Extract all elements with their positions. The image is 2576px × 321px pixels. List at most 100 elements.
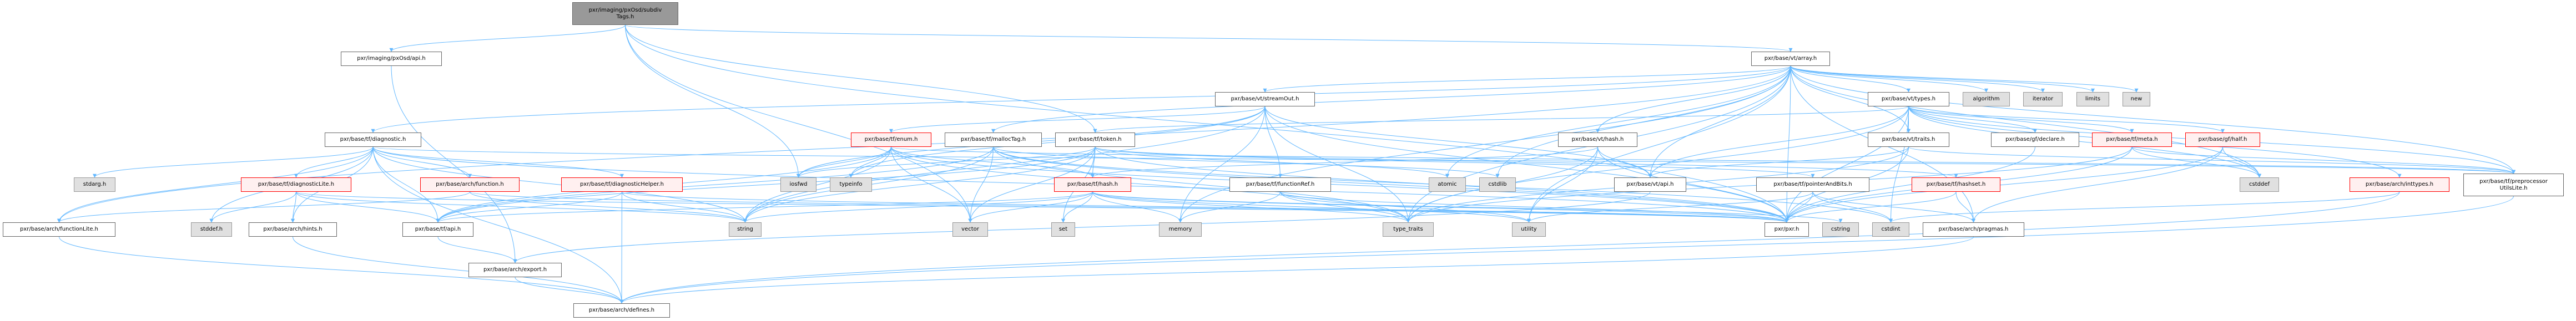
node-cstdlib: cstdlib <box>1479 177 1516 192</box>
edge-vtArray-to-tfDiagnostic <box>371 65 1791 133</box>
edge-tfDiagnosticLite-to-pxr <box>296 191 1788 223</box>
edge-archFunction-to-archFunctionLite <box>57 191 470 223</box>
node-vt-hash[interactable]: pxr/base/vt/hash.h <box>1558 133 1637 147</box>
edge-vtTraits-to-vtApi <box>1648 146 1909 178</box>
edge-subdivTags-to-pxOsdApi <box>389 24 626 52</box>
edge-vtTypes-to-tfMeta <box>1908 106 2134 133</box>
edge-tfPointerAndBits-to-utility <box>1527 191 1813 223</box>
edge-tfMeta-to-tfPreprocessorUtilsLite <box>2131 146 2515 174</box>
node-tf-meta[interactable]: pxr/base/tf/meta.h <box>2092 133 2172 147</box>
edge-vtArray-to-tfMallocTag <box>991 65 1791 133</box>
edge-tfDiagnosticLite-to-tfApi <box>296 191 440 223</box>
node-vt-traits[interactable]: pxr/base/vt/traits.h <box>1868 133 1949 147</box>
node-type-traits: type_traits <box>1383 222 1434 237</box>
edge-vtTypes-to-vtApi <box>1648 106 1909 178</box>
edge-gfDeclare-to-pxr <box>1784 146 2035 223</box>
edge-gfHalf-to-archPragmas <box>1972 146 2223 223</box>
node-tf-preprocessorutilslite[interactable]: pxr/base/tf/preprocessor UtilsLite.h <box>2463 174 2564 196</box>
node-gf-half[interactable]: pxr/base/gf/half.h <box>2185 133 2260 147</box>
edge-tfDiagnostic-to-archDefines <box>372 146 624 304</box>
edge-vtStreamOut-to-typeTraits <box>1264 106 1410 223</box>
node-arch-pragmas[interactable]: pxr/base/arch/pragmas.h <box>1923 222 2024 237</box>
node-vt-array[interactable]: pxr/base/vt/array.h <box>1751 52 1830 66</box>
node-tf-enum[interactable]: pxr/base/tf/enum.h <box>851 133 931 147</box>
edge-tfMallocTag-to-vector <box>968 146 994 223</box>
edge-tfHashset-to-archPragmas <box>1955 191 1975 223</box>
edge-tfDiagnosticHelper-to-string <box>622 191 747 223</box>
node-tf-malloctag[interactable]: pxr/base/tf/mallocTag.h <box>945 133 1042 147</box>
edge-tfPointerAndBits-to-cstdint <box>1812 191 1893 223</box>
edge-tfEnum-to-typeTraits <box>891 146 1410 223</box>
node-arch-hints[interactable]: pxr/base/arch/hints.h <box>249 222 337 237</box>
edge-vtTraits-to-tfPreprocessorUtilsLite <box>1908 146 2515 174</box>
node-arch-export[interactable]: pxr/base/arch/export.h <box>468 263 562 277</box>
node-tf-hashset[interactable]: pxr/base/tf/hashset.h <box>1912 177 2000 192</box>
edge-tfToken-to-atomic <box>1095 146 1449 178</box>
node-pxr[interactable]: pxr/pxr.h <box>1765 222 1809 237</box>
edge-vtArray-to-vtApi <box>1648 65 1791 178</box>
edge-tfToken-to-iosfwd <box>797 146 1096 178</box>
edge-subdivTags-to-vector <box>625 24 972 223</box>
node-arch-functionlite[interactable]: pxr/base/arch/functionLite.h <box>3 222 115 237</box>
edge-tfMeta-to-cstddef <box>2131 146 2261 178</box>
edge-tfHash-to-set <box>1061 191 1093 223</box>
edge-vtTypes-to-tfToken <box>1093 106 1909 133</box>
edge-tfDiagnostic-to-tfDiagnosticLite <box>294 146 374 178</box>
edge-tfMallocTag-to-typeTraits <box>993 146 1410 223</box>
node-string: string <box>729 222 762 237</box>
node-iosfwd: iosfwd <box>780 177 816 192</box>
edge-tfEnum-to-tfPreprocessorUtilsLite <box>891 146 2515 174</box>
edge-tfMallocTag-to-pxr <box>993 146 1789 223</box>
edge-vtArray-to-new <box>1790 65 2139 93</box>
node-tf-api[interactable]: pxr/base/tf/api.h <box>402 222 473 237</box>
node-tf-token[interactable]: pxr/base/tf/token.h <box>1055 133 1135 147</box>
node-arch-function[interactable]: pxr/base/arch/function.h <box>420 177 520 192</box>
edge-vtTypes-to-gfDeclare <box>1908 106 2037 133</box>
edge-tfPreprocessorUtilsLite-to-archDefines <box>619 196 2514 304</box>
node-algorithm: algorithm <box>1963 92 2010 106</box>
edge-tfDiagnosticLite-to-archHints <box>291 191 296 223</box>
node-memory: memory <box>1159 222 1202 237</box>
edge-tfToken-to-tfApi <box>436 146 1096 223</box>
node-vt-streamout[interactable]: pxr/base/vt/streamOut.h <box>1215 92 1315 106</box>
node-cstring: cstring <box>1822 222 1859 237</box>
node-tf-diagnosticlite[interactable]: pxr/base/tf/diagnosticLite.h <box>241 177 351 192</box>
node-tf-diagnostic[interactable]: pxr/base/tf/diagnostic.h <box>325 133 421 147</box>
edge-vtArray-to-pxr <box>1784 65 1791 223</box>
node-stddef: stddef.h <box>191 222 232 237</box>
edge-tfToken-to-string <box>743 146 1096 223</box>
edge-tfDiagnostic-to-tfDiagnosticHelper <box>372 146 624 178</box>
edge-tfToken-to-vector <box>968 146 1096 223</box>
node-typeinfo: typeinfo <box>830 177 872 192</box>
node-tf-pointerandbits[interactable]: pxr/base/tf/pointerAndBits.h <box>1756 177 1869 192</box>
edge-tfDiagnosticHelper-to-pxr <box>622 191 1789 223</box>
edge-vtArray-to-vtTraits <box>1790 65 1910 133</box>
edge-archInttypes-to-archDefines <box>619 191 2400 304</box>
node-stdarg: stdarg.h <box>74 177 115 192</box>
edge-vtArray-to-utility <box>1527 65 1791 223</box>
edge-archFunction-to-string <box>470 191 747 223</box>
node-pxosd-api[interactable]: pxr/imaging/pxOsd/api.h <box>341 52 442 66</box>
node-vt-api[interactable]: pxr/base/vt/api.h <box>1614 177 1686 192</box>
node-tf-hash[interactable]: pxr/base/tf/hash.h <box>1054 177 1131 192</box>
node-tf-diagnostichelper[interactable]: pxr/base/tf/diagnosticHelper.h <box>561 177 683 192</box>
node-vt-types[interactable]: pxr/base/vt/types.h <box>1868 92 1949 106</box>
node-tf-functionref[interactable]: pxr/base/tf/functionRef.h <box>1229 177 1331 192</box>
edge-tfFunctionRef-to-pxr <box>1280 191 1789 223</box>
edge-tfDiagnosticLite-to-stddef <box>209 191 296 223</box>
edge-subdivTags-to-iosfwd <box>625 24 800 178</box>
node-gf-declare[interactable]: pxr/base/gf/declare.h <box>1991 133 2079 147</box>
edge-tfHash-to-utility <box>1092 191 1531 223</box>
edge-tfHashset-to-pxr <box>1784 191 1957 223</box>
node-arch-inttypes[interactable]: pxr/base/arch/inttypes.h <box>2350 177 2449 192</box>
edge-vtApi-to-archExport <box>513 191 1651 263</box>
edge-vtArray-to-vtTypes <box>1790 65 1910 93</box>
edge-vtArray-to-tfPreprocessorUtilsLite <box>1790 65 2515 174</box>
node-limits: limits <box>2076 92 2109 106</box>
node-arch-defines[interactable]: pxr/base/arch/defines.h <box>573 303 670 318</box>
edge-tfPointerAndBits-to-pxr <box>1784 191 1813 223</box>
edge-tfHash-to-string <box>743 191 1093 223</box>
edge-tfDiagnostic-to-tfApi <box>372 146 440 223</box>
